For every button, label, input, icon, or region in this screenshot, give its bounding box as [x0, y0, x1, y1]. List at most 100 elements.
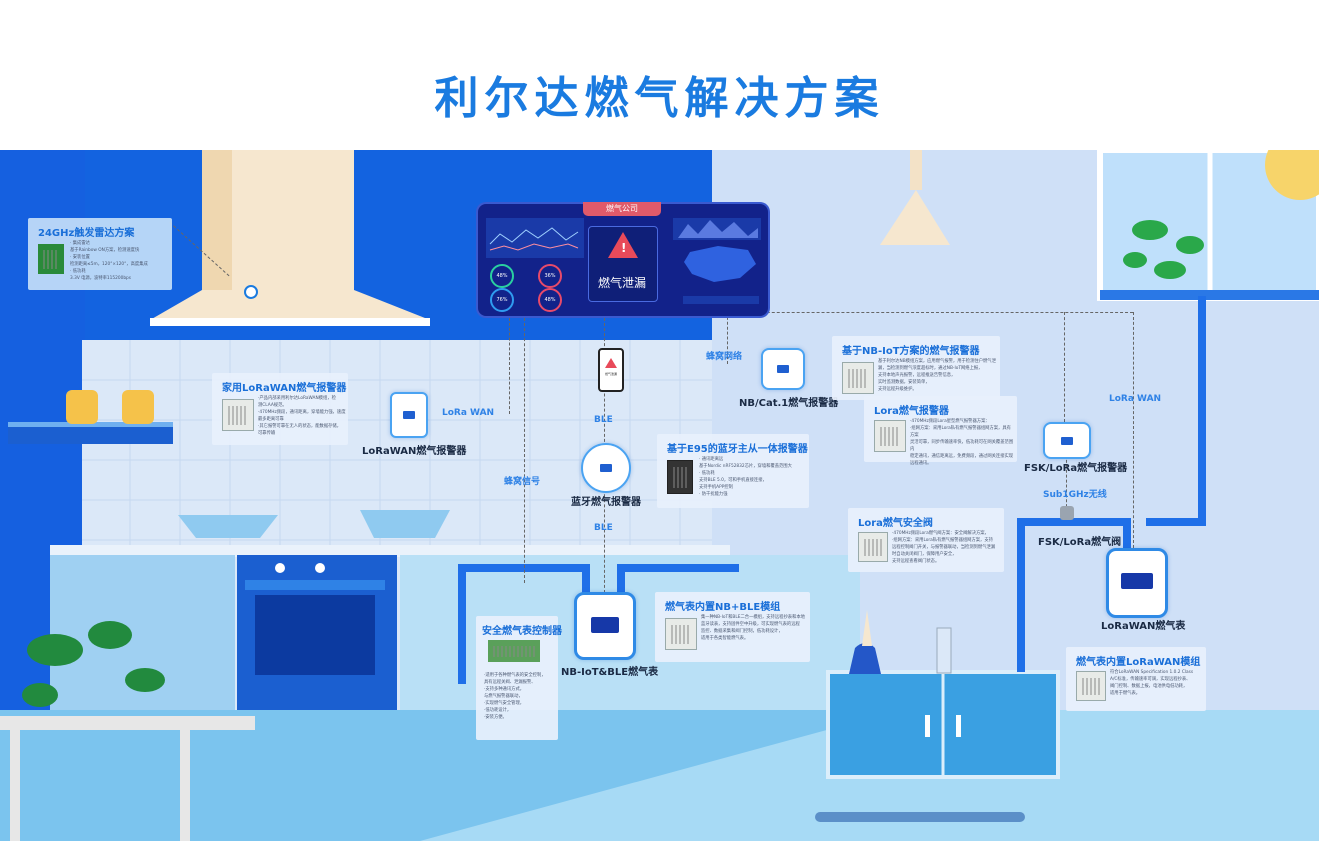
- card-line: ·安装方便。: [484, 715, 507, 720]
- phone-alert-text: 燃气泄漏: [604, 372, 617, 376]
- card-line: 支持BLE 5.0，可和手机直接连接，: [699, 478, 767, 483]
- card-line: 时自动关闭阀门，保障用户安全，: [892, 552, 957, 557]
- card-line: 具有远程关阀、泄漏报警、: [484, 680, 536, 685]
- pipe-right-top: [1017, 518, 1129, 526]
- pipe-left-down: [582, 564, 590, 604]
- card-line: 灵活可靠，同步传输速率快，低功耗可在网关覆盖范围内: [910, 440, 1014, 452]
- connector-dash: [509, 318, 510, 414]
- card-title: Lora燃气报警器: [874, 406, 949, 417]
- pipe-mid-down: [617, 564, 625, 604]
- card-line: · 防干扰能力强: [699, 492, 728, 497]
- card-line: 3.3V 电源，波特率115200bps: [70, 276, 132, 281]
- pipe-tall-bottom: [1146, 518, 1206, 526]
- lora-alarm-card: Lora燃气报警器 ·470MHz频段Lora星型燃气报警器方案： ·组网方案：…: [864, 396, 1017, 466]
- card-title: 燃气表内置LoRaWAN模组: [1076, 657, 1201, 668]
- card-line: 基于Rainbow ON方案，检测速度快: [70, 248, 140, 253]
- pipe-mid-top: [617, 564, 739, 572]
- nb-iot-ble-gas-meter[interactable]: [574, 592, 636, 660]
- radar-solution-card: 24GHz触发雷达方案 · 集成雷达 基于Rainbow ON方案，检测速度快 …: [28, 218, 172, 290]
- card-line: 适用于燃气表。: [1110, 691, 1141, 696]
- controller-board-image: [488, 640, 540, 662]
- lorawan-gas-meter[interactable]: [1106, 548, 1168, 618]
- card-title: 安全燃气表控制器: [482, 626, 562, 637]
- card-line: 适用于各类智能燃气表。: [701, 636, 749, 641]
- card-line: 测CLAA规范。: [258, 403, 287, 408]
- lorawan-alarm-label: LoRaWAN燃气报警器: [362, 446, 467, 457]
- module-chip-image: [842, 362, 874, 394]
- card-line: · 低功耗: [699, 471, 715, 476]
- safety-meter-controller-card: 安全燃气表控制器 ·适用于各种燃气表的安全控制， 具有远程关阀、泄漏报警、 ·支…: [476, 616, 562, 740]
- card-line: ·低功耗设计，: [484, 708, 512, 713]
- bluetooth-gas-alarm[interactable]: [581, 443, 631, 493]
- card-line: ·组网方案：采用Lora私有燃气报警器组网方案，具有方案: [910, 426, 1011, 438]
- connector-dash: [524, 318, 525, 583]
- warning-icon: [608, 232, 638, 258]
- gauge: 48%: [538, 288, 562, 312]
- module-chip-image: [222, 399, 254, 431]
- lorawan-gas-alarm[interactable]: [390, 392, 428, 438]
- lora-safety-valve-card: Lora燃气安全阀 ·470MHz频段Lora燃气阀方案：安全阀解决方案， ·组…: [848, 508, 1004, 572]
- meter-nb-ble-module-card: 燃气表内置NB+BLE模组 集一种NB-IoT和BLE二合一模组，支持远程抄表和…: [655, 592, 810, 662]
- meter-display: [591, 617, 619, 633]
- card-line: 与燃气报警器联动，: [484, 694, 523, 699]
- pipe-left-top: [458, 564, 588, 572]
- alert-box: [588, 226, 658, 302]
- gauge: 36%: [538, 264, 562, 288]
- nb-cat1-gas-alarm[interactable]: [761, 348, 805, 390]
- radar-sensor[interactable]: [244, 285, 258, 299]
- pipe-right-down: [1123, 518, 1131, 554]
- card-line: · 集成雷达: [70, 241, 90, 246]
- smartphone: 燃气泄漏: [598, 348, 624, 392]
- meter-display: [1121, 573, 1153, 589]
- card-line: 符合LoRaWAN Specification 1.0.2 Class: [1110, 670, 1194, 675]
- card-line: 远程控制阀门开关，与报警器联动，当检测到燃气泄漏: [892, 545, 996, 550]
- card-line: ·470MHz频段，通讯距离，穿墙能力强，速度: [258, 410, 346, 415]
- card-line: 蓝牙读表，支持固件空中升级，可实现燃气表的远程: [701, 622, 800, 627]
- card-line: 检测距离≤5m，120°×120°，高度集成: [70, 262, 148, 267]
- meter-lorawan-module-card: 燃气表内置LoRaWAN模组 符合LoRaWAN Specification 1…: [1066, 647, 1206, 711]
- bt-alarm-label: 蓝牙燃气报警器: [571, 497, 641, 508]
- nb-ble-meter-label: NB-IoT&BLE燃气表: [561, 667, 659, 678]
- card-line: 支持本地声光报警，远程推送告警信息，: [878, 373, 956, 378]
- card-line: A/C标准，传输速率可调，实现远程抄表、: [1110, 677, 1191, 682]
- fsk-alarm-label: FSK/LoRa燃气报警器: [1024, 463, 1128, 474]
- module-chip-image: [874, 420, 906, 452]
- card-title: 燃气表内置NB+BLE模组: [665, 602, 781, 613]
- gauge: 48%: [490, 264, 514, 288]
- dashboard-alert: 燃气泄漏: [597, 276, 646, 290]
- lorawan-meter-label: LoRaWAN燃气表: [1101, 621, 1186, 632]
- module-chip-image: [858, 532, 888, 562]
- card-line: ·470MHz频段Lora星型燃气报警器方案：: [910, 419, 990, 424]
- card-line: ·其它报警可靠在无人的状态，能数据存储，: [258, 424, 342, 429]
- card-line: 支持远程查看阀门状态。: [892, 559, 940, 564]
- pipe-left-vertical: [458, 566, 466, 684]
- lora-wan-right-label: LoRa WAN: [1109, 394, 1162, 404]
- card-line: · 通讯距离远: [699, 457, 724, 462]
- page-title: 利尔达燃气解决方案: [434, 73, 885, 124]
- connector-dash: [1064, 312, 1065, 422]
- card-line: 稳定通讯，通信距离远，免费频段，通过网关连接实现: [910, 454, 1014, 459]
- module-chip-image: [667, 460, 693, 494]
- nb-alarm-label: NB/Cat.1燃气报警器: [739, 398, 839, 409]
- fsk-lora-gas-valve[interactable]: [1060, 506, 1074, 520]
- pipe-tall: [1198, 296, 1206, 524]
- card-line: ·组网方案：采用Lora私有燃气报警器组网方案，支持: [892, 538, 993, 543]
- card-line: 支持远程升级维护。: [878, 387, 917, 392]
- card-line: ·支持多种通讯方式，: [484, 687, 525, 692]
- connector-dash: [1133, 312, 1134, 548]
- card-line: 阀门控制、数据上报，电池供电低功耗，: [1110, 684, 1188, 689]
- gas-company-dashboard: 燃气公司 ! 燃气泄漏 48% 36% 76% 48%: [478, 202, 768, 316]
- dashboard-header: 燃气公司: [583, 202, 661, 216]
- lora-wan-left-label: LoRa WAN: [442, 408, 495, 418]
- card-title: 家用LoRaWAN燃气报警器: [222, 383, 347, 394]
- card-line: 监控、数据采集和阀门控制，低功耗设计，: [701, 629, 783, 634]
- card-title: 基于E95的蓝牙主从一体报警器: [667, 444, 808, 455]
- card-line: 可靠传输: [258, 431, 276, 436]
- fsk-lora-gas-alarm[interactable]: [1043, 422, 1091, 459]
- connector-dash: [727, 312, 728, 364]
- card-title: Lora燃气安全阀: [858, 518, 933, 529]
- ble-bottom-label: BLE: [594, 523, 613, 533]
- phone-warning-icon: [605, 358, 617, 368]
- warning-icon-mark: !: [621, 241, 627, 255]
- card-title: 24GHz触发雷达方案: [38, 228, 135, 239]
